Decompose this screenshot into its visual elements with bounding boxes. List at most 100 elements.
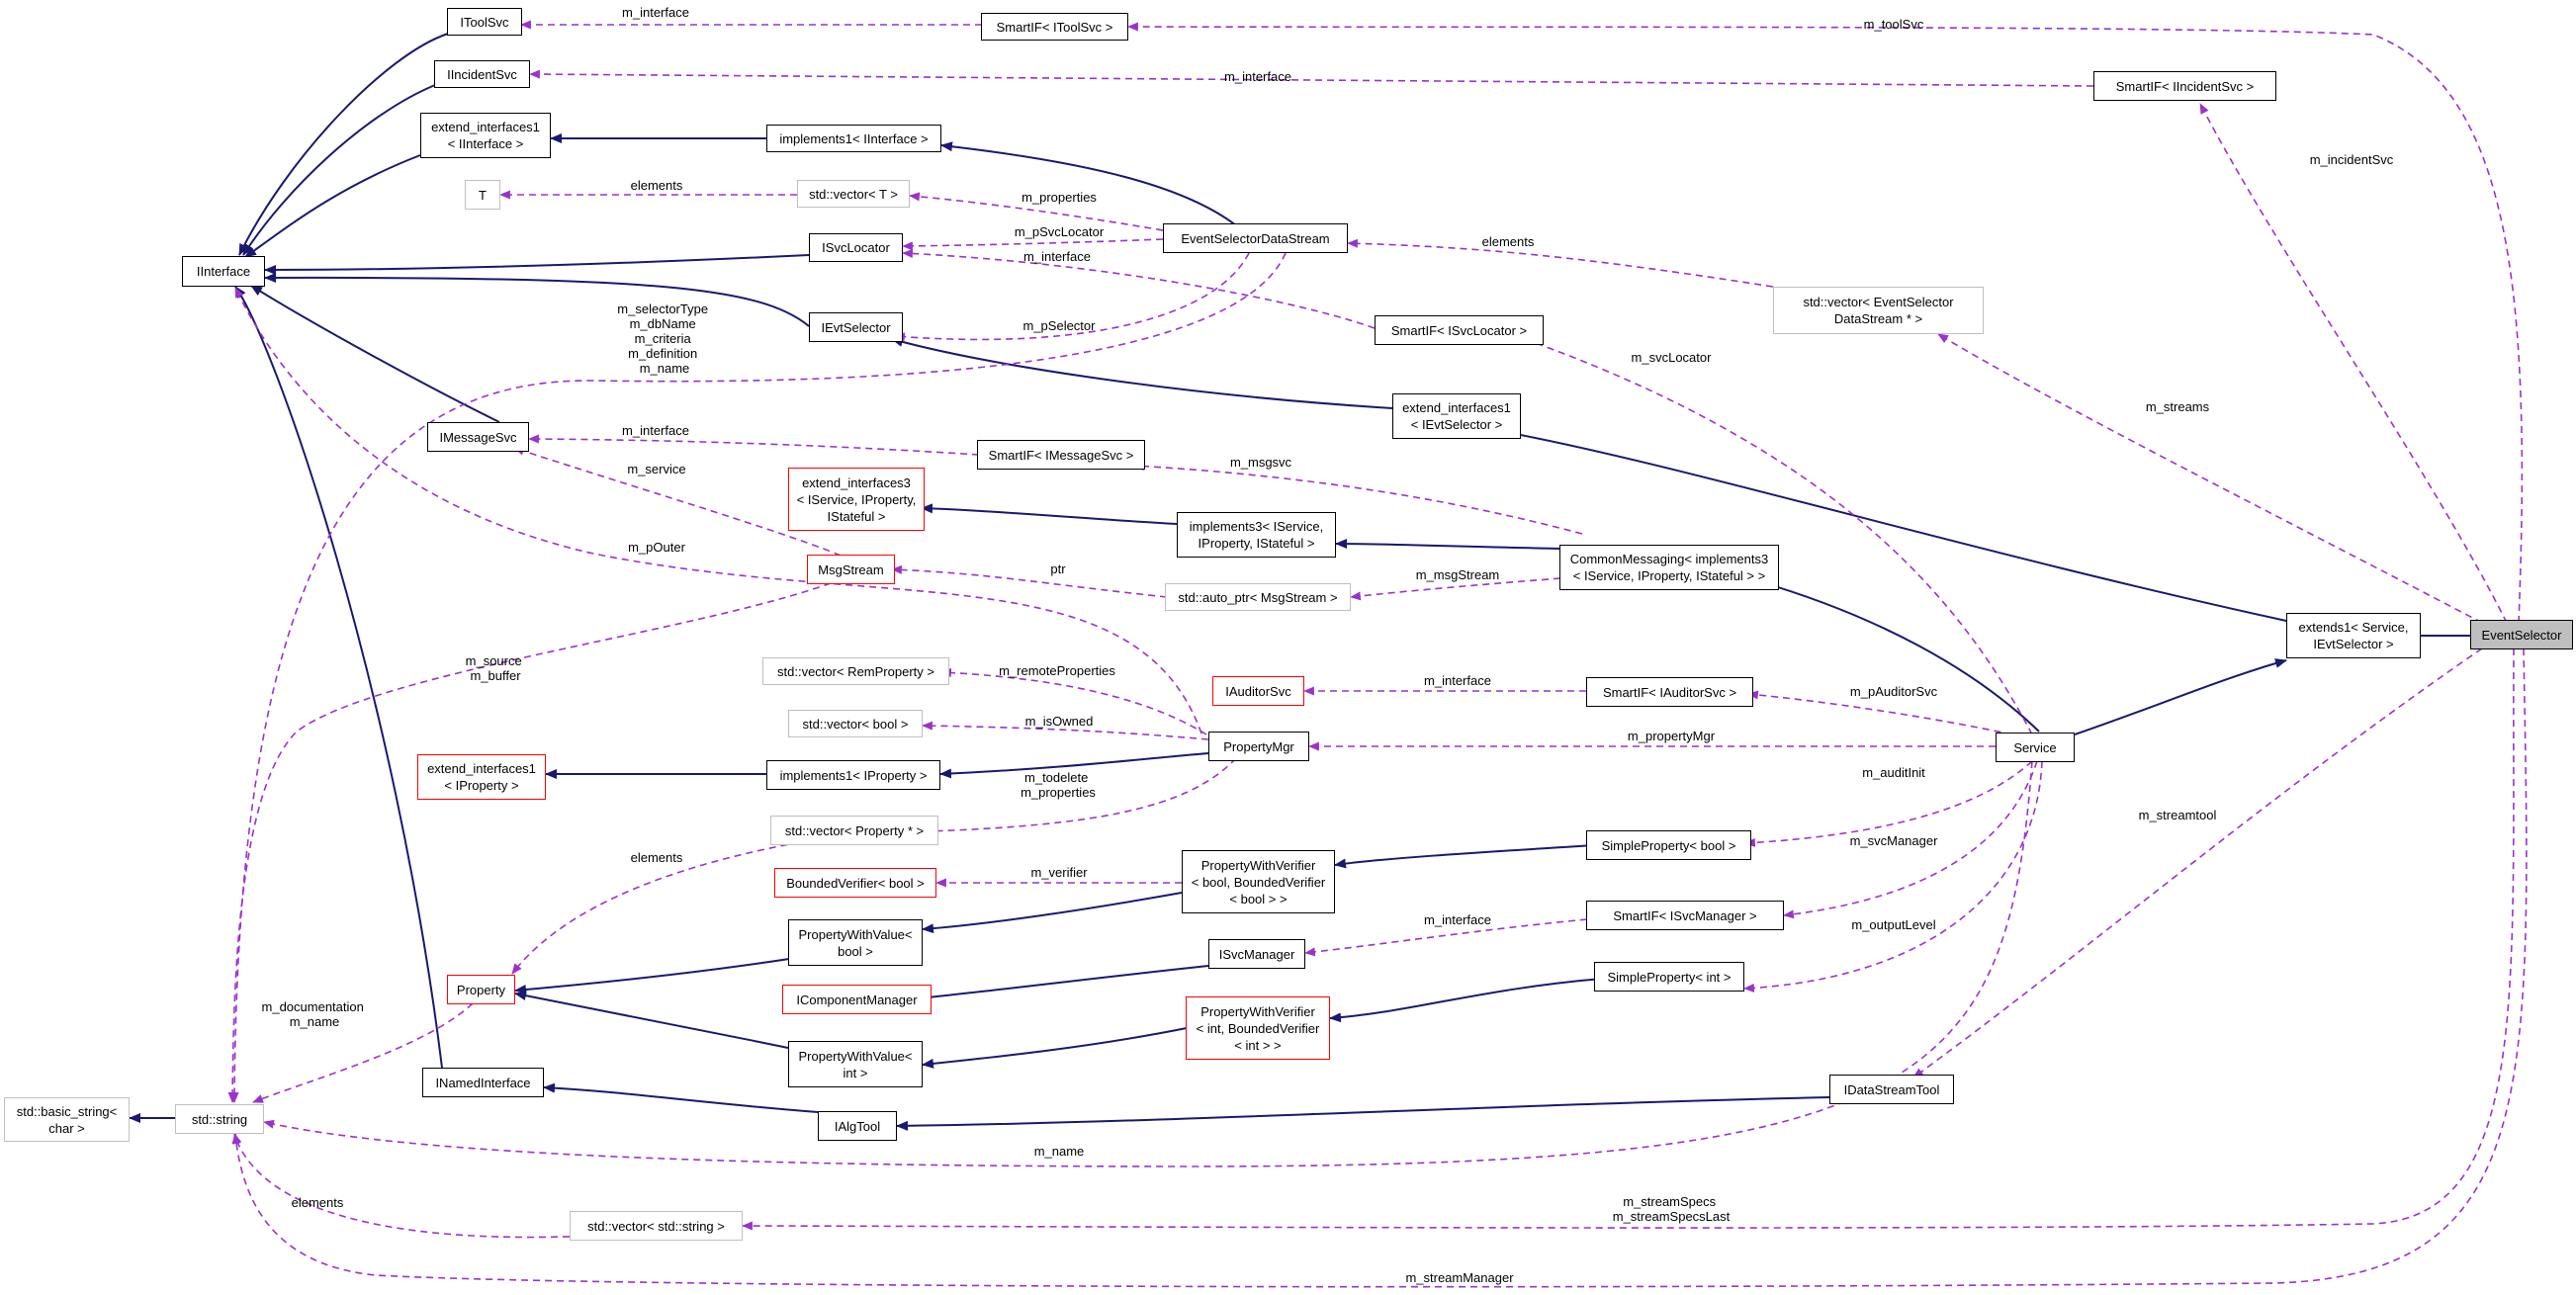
node-icomponentmanager[interactable]: IComponentManager <box>782 985 932 1014</box>
node-extend-interfaces1-iinterface[interactable]: extend_interfaces1 < IInterface > <box>420 113 551 158</box>
label-m-streamspecs-line-2: m_streamSpecsLast <box>1613 1209 1731 1224</box>
node-smartif-iauditorsvc[interactable]: SmartIF< IAuditorSvc > <box>1586 677 1753 707</box>
node-inamedinterface[interactable]: INamedInterface <box>422 1068 544 1097</box>
node-service[interactable]: Service <box>1996 733 2075 762</box>
edge-ialgtool-inamedinterface <box>543 1082 819 1113</box>
edge-service-simplepropint <box>1743 760 2043 993</box>
label-m-streamtool: m_streamtool <box>2139 808 2217 822</box>
label-m-psvclocator: m_pSvcLocator <box>1015 224 1105 239</box>
edge-service-stdstring <box>263 760 2033 1167</box>
label-m-incidentsvc: m_incidentSvc <box>2310 152 2394 167</box>
node-auto-ptr-msgstream[interactable]: std::auto_ptr< MsgStream > <box>1165 583 1351 611</box>
edge-propertymgr-vectorproperty <box>927 757 1237 836</box>
node-extend-interfaces1-iproperty[interactable]: extend_interfaces1 < IProperty > <box>417 754 546 800</box>
edge-service-smartifsvcmanager <box>1783 760 2038 919</box>
node-propertywithvalue-bool[interactable]: PropertyWithValue< bool > <box>788 919 923 966</box>
node-simpleproperty-int[interactable]: SimpleProperty< int > <box>1594 962 1744 992</box>
edge-propwithverifier-propwithvalue <box>922 892 1183 934</box>
edge-msgstream-imessagesvc <box>513 446 842 557</box>
node-eventselectordatastream[interactable]: EventSelectorDataStream <box>1163 223 1348 253</box>
node-vector-string[interactable]: std::vector< std::string > <box>570 1211 743 1241</box>
node-propertymgr[interactable]: PropertyMgr <box>1208 732 1309 761</box>
edge-vectorproperty-property <box>511 839 812 975</box>
edge-service-extends1 <box>2074 658 2287 735</box>
label-m-interface-svclocator: m_interface <box>1023 249 1091 264</box>
node-itoolsvc[interactable]: IToolSvc <box>447 8 522 36</box>
edge-eventselector-idatastreamtool <box>1912 648 2483 1079</box>
node-vector-remproperty[interactable]: std::vector< RemProperty > <box>762 657 949 685</box>
node-iauditorsvc[interactable]: IAuditorSvc <box>1212 676 1304 706</box>
label-elements-property: elements <box>631 850 683 865</box>
edge-propertymgr-vectorremprop <box>940 668 1207 735</box>
edge-propwithvalueint-property <box>514 991 789 1049</box>
node-propertywithvalue-int[interactable]: PropertyWithValue< int > <box>788 1041 923 1087</box>
node-ievtselector[interactable]: IEvtSelector <box>809 312 903 342</box>
node-boundedverifier-bool[interactable]: BoundedVerifier< bool > <box>774 868 936 898</box>
edge-ds-stdstring <box>229 252 1287 1103</box>
node-property[interactable]: Property <box>447 975 515 1004</box>
node-extend-interfaces1-ievtselector[interactable]: extend_interfaces1 < IEvtSelector > <box>1392 393 1521 439</box>
label-m-interface-incidentsvc: m_interface <box>1224 69 1291 84</box>
node-isvcmanager[interactable]: ISvcManager <box>1208 939 1305 969</box>
label-m-outputlevel: m_outputLevel <box>1851 917 1935 932</box>
node-smartif-isvclocator[interactable]: SmartIF< ISvcLocator > <box>1375 315 1544 345</box>
node-isvclocator[interactable]: ISvcLocator <box>809 233 903 262</box>
node-ialgtool[interactable]: IAlgTool <box>818 1111 897 1141</box>
label-msgstream-strings-line-2: m_buffer <box>470 668 521 683</box>
node-vector-property[interactable]: std::vector< Property * > <box>770 816 938 845</box>
label-elements-t: elements <box>631 178 683 193</box>
node-commonmessaging[interactable]: CommonMessaging< implements3 < IService,… <box>1559 545 1779 590</box>
node-imessagesvc[interactable]: IMessageSvc <box>427 422 529 452</box>
node-propertywithverifier-bool[interactable]: PropertyWithVerifier < bool, BoundedVeri… <box>1182 850 1335 913</box>
label-m-propertymgr: m_propertyMgr <box>1628 729 1716 743</box>
edge-simplepropbool-propwithverifier <box>1334 844 1595 869</box>
edge-itoolsvc-iinterface <box>238 33 449 256</box>
edge-commonmessaging-smartifmsgsvc <box>1133 462 1583 535</box>
node-smartif-imessagesvc[interactable]: SmartIF< IMessageSvc > <box>977 440 1145 470</box>
node-vector-eventselectordatastream[interactable]: std::vector< EventSelector DataStream * … <box>1773 287 1984 334</box>
edge-smartifsvcmanager-isvcmanager <box>1304 918 1588 957</box>
edge-ds-ievtselector <box>894 252 1250 342</box>
label-ds-strings-line-2: m_dbName <box>630 316 696 331</box>
node-std-string[interactable]: std::string <box>175 1104 264 1134</box>
label-m-svcmanager: m_svcManager <box>1850 833 1939 848</box>
node-t[interactable]: T <box>465 180 500 210</box>
node-extends1[interactable]: extends1< Service, IEvtSelector > <box>2286 613 2421 658</box>
edge-propertymgr-vectorbool <box>922 721 1209 740</box>
node-propertywithverifier-int[interactable]: PropertyWithVerifier < int, BoundedVerif… <box>1186 996 1330 1060</box>
node-msgstream[interactable]: MsgStream <box>807 555 895 584</box>
node-vector-bool[interactable]: std::vector< bool > <box>788 710 923 737</box>
label-ds-strings-line-1: m_selectorType <box>617 302 708 316</box>
node-basic-string[interactable]: std::basic_string< char > <box>4 1097 130 1142</box>
edge-imessagesvc-iinterface <box>250 285 500 423</box>
node-implements1-iproperty[interactable]: implements1< IProperty > <box>766 760 940 790</box>
node-implements3[interactable]: implements3< IService, IProperty, IState… <box>1177 512 1336 558</box>
node-smartif-isvcmanager[interactable]: SmartIF< ISvcManager > <box>1586 901 1784 930</box>
label-m-todelete-line-2: m_properties <box>1021 785 1096 800</box>
node-smartif-iincidentsvc[interactable]: SmartIF< IIncidentSvc > <box>2093 71 2276 101</box>
edge-eventselector-smartifincident <box>2199 103 2508 624</box>
node-iincidentsvc[interactable]: IIncidentSvc <box>434 60 530 88</box>
node-vector-t[interactable]: std::vector< T > <box>797 180 910 208</box>
node-simpleproperty-bool[interactable]: SimpleProperty< bool > <box>1586 830 1751 860</box>
edge-propwithvalue-property <box>514 958 790 995</box>
node-extend-interfaces3[interactable]: extend_interfaces3 < IService, IProperty… <box>788 468 925 531</box>
node-idatastreamtool[interactable]: IDataStreamTool <box>1829 1075 1954 1104</box>
edge-smartifincident-iincidentsvc <box>529 69 2094 87</box>
edge-ds-isvclocator <box>902 238 1164 251</box>
edge-smartifsvclocator-isvclocator <box>902 248 1376 329</box>
node-implements1-iinterface[interactable]: implements1< IInterface > <box>766 125 941 152</box>
label-m-streams: m_streams <box>2146 399 2210 414</box>
label-elements-ds: elements <box>1482 234 1535 249</box>
label-ds-strings-line-3: m_criteria <box>635 331 692 346</box>
node-eventselector[interactable]: EventSelector <box>2470 620 2573 649</box>
node-smartif-itoolsvc[interactable]: SmartIF< IToolSvc > <box>981 13 1128 41</box>
edge-propertymgr-iinterface <box>234 287 1202 734</box>
edge-eventselector-vectords <box>1937 333 2483 624</box>
label-m-service: m_service <box>627 462 685 476</box>
label-m-msgstream: m_msgStream <box>1416 567 1500 582</box>
node-iinterface[interactable]: IInterface <box>182 256 265 287</box>
edge-service-smartifsvclocator <box>1507 332 2033 735</box>
label-m-pselector: m_pSelector <box>1023 318 1097 333</box>
